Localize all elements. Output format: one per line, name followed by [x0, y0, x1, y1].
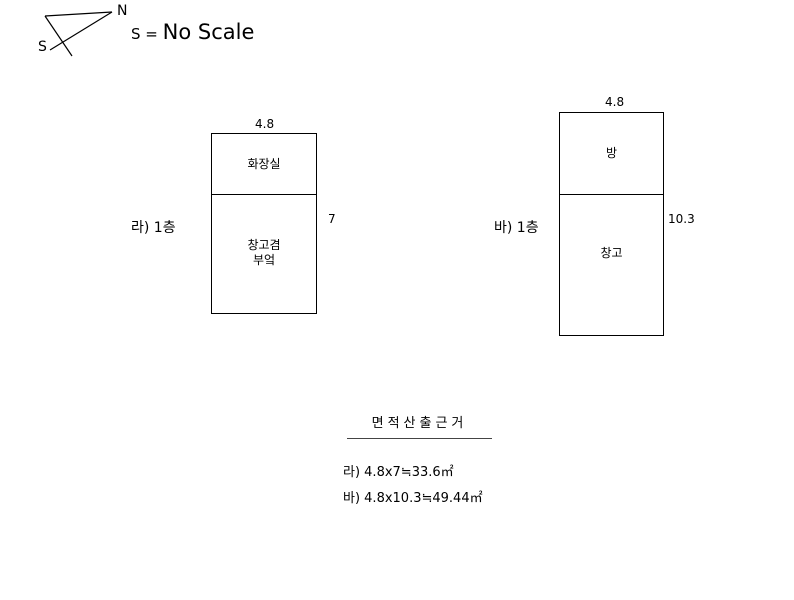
- area-calculation-line: 바) 4.8x10.3≒49.44㎡: [343, 491, 483, 506]
- plan-ba-floor-label: 바) 1층: [494, 220, 539, 236]
- room-label: 화장실: [247, 157, 281, 171]
- compass-north-label: N: [117, 3, 128, 19]
- plan-ra-width-dimension: 4.8: [255, 117, 275, 131]
- plan-ba-width-dimension: 4.8: [605, 95, 625, 109]
- compass-icon: [44, 11, 113, 57]
- plan-ra-floor-label: 라) 1층: [131, 220, 176, 236]
- room-label: 창고: [600, 246, 623, 260]
- plan-ba-room-storage: 창고: [559, 194, 664, 336]
- scale-prefix: S =: [131, 25, 163, 43]
- scale-text: No Scale: [162, 20, 255, 44]
- plan-ba-height-dimension: 10.3: [668, 212, 695, 226]
- plan-ra-room-restroom: 화장실: [211, 133, 317, 195]
- area-calculation-title: 면적산출근거: [347, 412, 492, 439]
- plan-ra-height-dimension: 7: [328, 212, 336, 226]
- room-label: 창고겸 부엌: [247, 238, 281, 267]
- plan-ba-room-bedroom: 방: [559, 112, 664, 195]
- room-label: 방: [605, 146, 618, 160]
- plan-ra-room-storage-kitchen: 창고겸 부엌: [211, 194, 317, 314]
- area-calculation-line: 라) 4.8x7≒33.6㎡: [343, 465, 454, 480]
- compass-south-label: S: [38, 39, 47, 55]
- scale-note: S = No Scale: [131, 20, 254, 44]
